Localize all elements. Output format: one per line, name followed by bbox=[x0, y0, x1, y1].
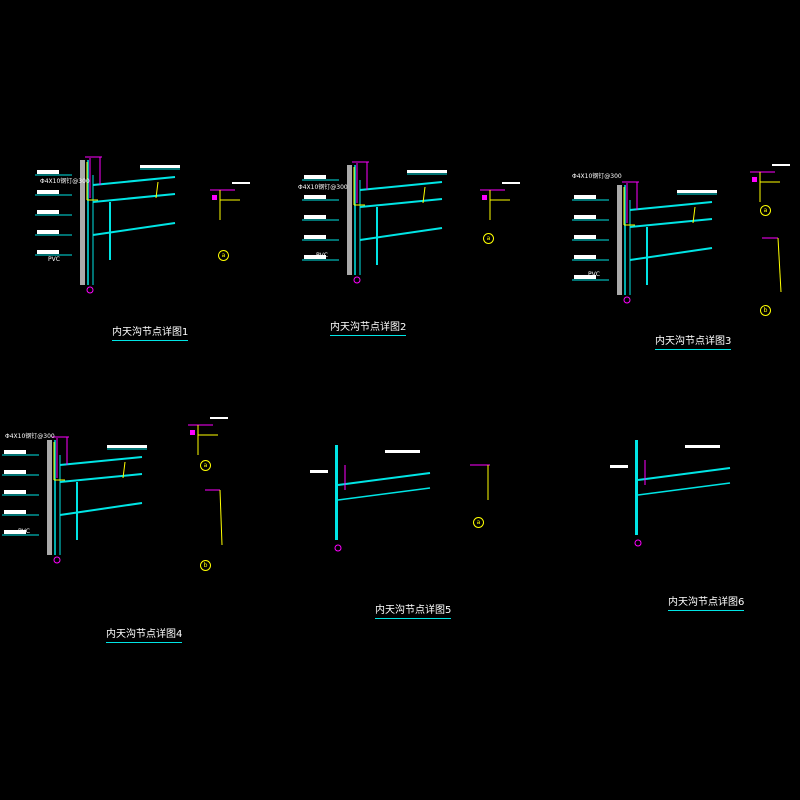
wall-section bbox=[617, 185, 622, 295]
label-text bbox=[107, 445, 147, 448]
label-text bbox=[4, 530, 26, 534]
detail-3-mark-b: b bbox=[760, 305, 771, 316]
label-text bbox=[304, 195, 326, 199]
detail-1-mark-a: a bbox=[218, 250, 229, 261]
roof-panel bbox=[337, 487, 431, 501]
purlin-line bbox=[59, 502, 143, 516]
label-text bbox=[677, 190, 717, 193]
dimension-tick bbox=[752, 177, 757, 182]
detail-4-mark-b: b bbox=[200, 560, 211, 571]
detail-2-title: 内天沟节点详图2 bbox=[330, 318, 407, 336]
roof-panel bbox=[359, 181, 443, 191]
detail-4-mark-a: a bbox=[200, 460, 211, 471]
roof-panel bbox=[629, 218, 713, 228]
roof-panel bbox=[92, 176, 176, 186]
wall-section bbox=[80, 160, 85, 285]
label-text bbox=[4, 470, 26, 474]
label-text bbox=[685, 445, 720, 448]
detail-2-mark-a: a bbox=[483, 233, 494, 244]
label-text bbox=[502, 182, 520, 184]
label-text bbox=[232, 182, 250, 184]
dimension-tick bbox=[190, 430, 195, 435]
label-text bbox=[304, 235, 326, 239]
wall-section bbox=[47, 440, 52, 555]
label-text bbox=[574, 275, 596, 279]
label-text bbox=[140, 165, 180, 168]
fastener bbox=[155, 181, 159, 199]
label-text bbox=[574, 255, 596, 259]
label-text bbox=[37, 170, 59, 174]
detail-5-title: 内天沟节点详图5 bbox=[375, 601, 452, 619]
label-text bbox=[37, 250, 59, 254]
label-text bbox=[37, 210, 59, 214]
purlin-line bbox=[92, 222, 176, 236]
label-text bbox=[37, 190, 59, 194]
detail-2-anchor-label: Φ4X10钢钉@300 bbox=[298, 184, 348, 191]
detail-3-pvc-label: PVC bbox=[588, 271, 600, 278]
detail-1-title: 内天沟节点详图1 bbox=[112, 323, 189, 341]
roof-panel bbox=[637, 482, 731, 496]
fastener bbox=[692, 206, 696, 224]
detail-line bbox=[219, 489, 223, 546]
label-text bbox=[4, 450, 26, 454]
axis-bubble bbox=[86, 286, 94, 294]
label-text bbox=[304, 255, 326, 259]
detail-4-pvc-label: PVC bbox=[18, 528, 30, 535]
detail-1-pvc-label: PVC bbox=[48, 256, 60, 263]
detail-3-title: 内天沟节点详图3 bbox=[655, 332, 732, 350]
roof-panel bbox=[637, 467, 731, 481]
label-text bbox=[304, 175, 326, 179]
axis-bubble bbox=[53, 556, 61, 564]
label-text bbox=[574, 235, 596, 239]
fastener bbox=[422, 186, 426, 204]
axis-bubble bbox=[334, 544, 342, 552]
roof-panel bbox=[92, 193, 176, 203]
axis-bubble bbox=[623, 296, 631, 304]
label-text bbox=[310, 470, 328, 473]
label-text bbox=[4, 490, 26, 494]
detail-2-pvc-label: PVC bbox=[316, 252, 328, 259]
detail-6-title: 内天沟节点详图6 bbox=[668, 593, 745, 611]
detail-4-anchor-label: Φ4X10钢钉@300 bbox=[5, 433, 55, 440]
detail-1-anchor-label: Φ4X10钢钉@300 bbox=[40, 178, 90, 185]
axis-bubble bbox=[353, 276, 361, 284]
detail-3-anchor-label: Φ4X10钢钉@300 bbox=[572, 173, 622, 180]
detail-4-title: 内天沟节点详图4 bbox=[106, 625, 183, 643]
label-text bbox=[37, 230, 59, 234]
label-text bbox=[610, 465, 628, 468]
purlin-line bbox=[359, 227, 443, 241]
wall-section bbox=[347, 165, 352, 275]
label-text bbox=[407, 170, 447, 173]
label-text bbox=[210, 417, 228, 419]
roof-panel bbox=[59, 456, 143, 466]
detail-3-mark-a: a bbox=[760, 205, 771, 216]
detail-5-mark-a: a bbox=[473, 517, 484, 528]
dimension-tick bbox=[212, 195, 217, 200]
label-text bbox=[772, 164, 790, 166]
wall-line bbox=[635, 440, 638, 535]
roof-panel bbox=[629, 201, 713, 211]
label-text bbox=[574, 215, 596, 219]
fastener bbox=[122, 461, 126, 479]
detail-line bbox=[777, 237, 782, 293]
label-text bbox=[385, 450, 420, 453]
label-text bbox=[304, 215, 326, 219]
label-text bbox=[4, 510, 26, 514]
axis-bubble bbox=[634, 539, 642, 547]
roof-panel bbox=[337, 472, 431, 486]
purlin-line bbox=[629, 247, 713, 261]
label-text bbox=[574, 195, 596, 199]
roof-panel bbox=[59, 473, 143, 483]
roof-panel bbox=[359, 198, 443, 208]
wall-line bbox=[335, 445, 338, 540]
dimension-tick bbox=[482, 195, 487, 200]
